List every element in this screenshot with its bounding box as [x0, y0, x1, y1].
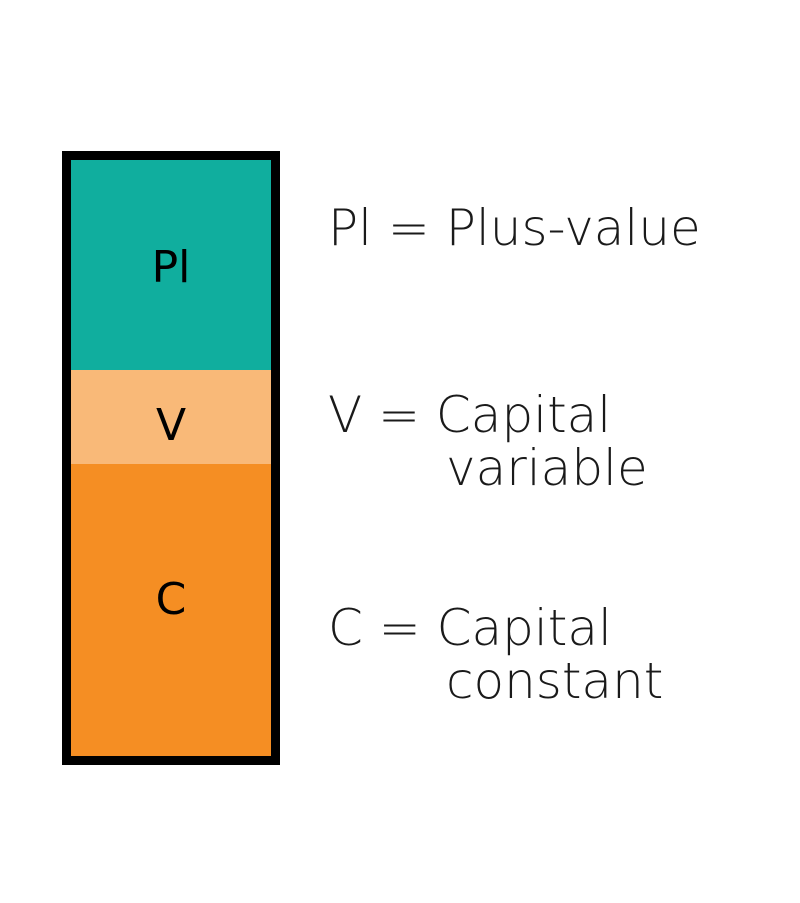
- legend-v-continuation: variable: [446, 439, 648, 497]
- segment-pl: Pl: [71, 160, 271, 370]
- segment-c: C: [71, 464, 271, 756]
- legend-v-text: V = Capital: [328, 386, 612, 444]
- legend-pl-text: Pl = Plus-value: [328, 199, 701, 257]
- legend-c: C = Capital constant: [328, 603, 663, 706]
- segment-v-label: V: [155, 400, 187, 451]
- legend-c-text: C = Capital: [328, 599, 612, 657]
- legend-v: V = Capital variable: [328, 390, 648, 493]
- segment-v: V: [71, 370, 271, 464]
- legend-c-continuation: constant: [446, 652, 664, 710]
- legend-pl: Pl = Plus-value: [328, 203, 701, 253]
- segment-pl-label: Pl: [151, 242, 191, 293]
- value-composition-bar: Pl V C: [62, 151, 280, 765]
- segment-c-label: C: [155, 574, 187, 625]
